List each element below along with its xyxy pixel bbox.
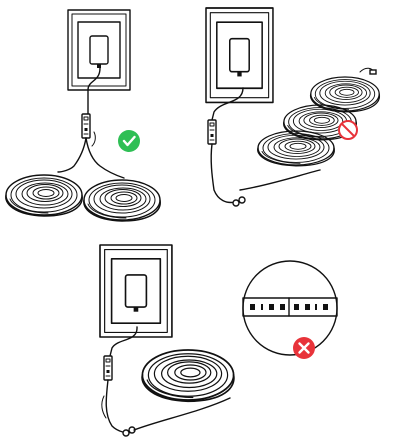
led-chip — [294, 304, 328, 310]
wall-outlet — [99, 244, 173, 338]
led-reel — [141, 349, 235, 403]
power-cord — [211, 87, 244, 121]
wall-outlet — [67, 9, 131, 91]
cross-circle-icon — [293, 337, 315, 359]
wall-outlet — [205, 7, 274, 104]
power-cord — [87, 67, 101, 115]
panel-cut-strip-wrong — [99, 244, 338, 437]
led-reel — [83, 179, 161, 222]
power-cord — [109, 326, 138, 357]
prohibited-icon — [338, 120, 358, 140]
controller-box — [207, 119, 217, 145]
led-reel — [309, 76, 381, 113]
panel-chained-reels-wrong — [205, 7, 381, 207]
led-reel — [5, 174, 83, 217]
magnifier-strip-detail — [242, 260, 338, 356]
controller-box — [81, 113, 91, 139]
connector-pins — [122, 426, 136, 437]
controller-box — [103, 355, 113, 381]
strip-lead — [105, 379, 133, 434]
panel-correct-wiring — [5, 9, 161, 222]
connector-pins — [232, 196, 246, 207]
split-cable — [57, 137, 87, 173]
check-circle-icon — [118, 130, 140, 152]
strip-lead — [210, 143, 237, 204]
led-chip — [250, 304, 285, 310]
